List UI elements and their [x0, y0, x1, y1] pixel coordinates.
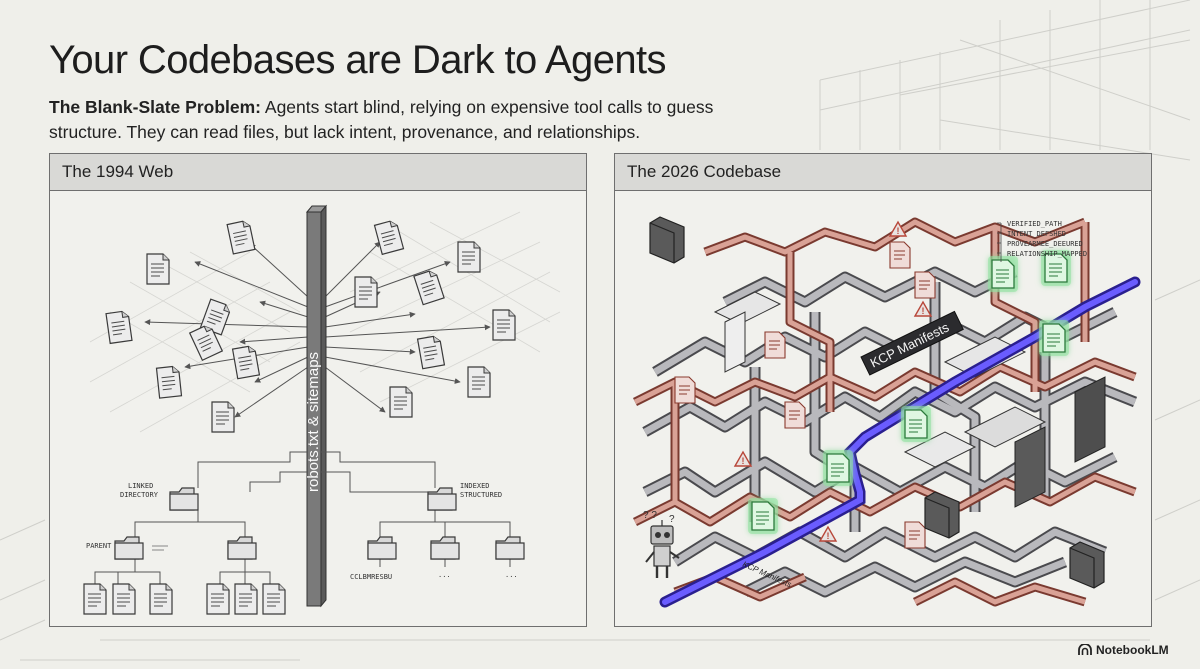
document-icon: [389, 386, 413, 418]
folder-icon: [367, 536, 397, 560]
grid-floor: [89, 211, 561, 433]
document-icon: [354, 276, 378, 308]
tag-provenance: PROVEARMEE_DEEURED: [1007, 240, 1083, 248]
folder-icon: [227, 536, 257, 560]
document-icon: [467, 366, 491, 398]
subtitle-text: Agents start blind, relying on expensive…: [49, 97, 714, 142]
code-file-clutter: [674, 241, 1106, 549]
folder-icon: [169, 487, 199, 511]
document-icon: [914, 271, 936, 299]
document-icon: [206, 583, 230, 615]
warning-icon: [819, 526, 837, 542]
tag-relationship: RELATIONSHIP_MAPPED: [1007, 250, 1087, 258]
folder-icon: [114, 536, 144, 560]
panel-1994-web: The 1994 Web: [49, 153, 587, 627]
leaf-documents: [83, 583, 286, 615]
manifest-tags: VERIFIED_PATH INTENT_DEFSHED PROVEARMEE_…: [997, 220, 1087, 262]
panel-2026-codebase: The 2026 Codebase !: [614, 153, 1152, 627]
document-icon: [674, 376, 696, 404]
warning-icon: [734, 451, 752, 467]
robot-agent-icon: ? ? ?: [643, 510, 680, 578]
label-structured: STRUCTURED: [460, 491, 502, 499]
manifest-doc-icon: [822, 449, 854, 487]
document-icon: [904, 521, 926, 549]
folder-icon: [924, 491, 960, 539]
document-icon: [83, 583, 107, 615]
label-ellipsis: ...: [505, 571, 518, 579]
manifest-doc-icon: [900, 405, 932, 443]
notebooklm-branding: NotebookLM: [1078, 643, 1169, 657]
document-icon: [146, 253, 170, 285]
svg-text:? ?: ? ?: [643, 510, 657, 521]
tag-intent: INTENT_DEFSHED: [1007, 230, 1066, 238]
page-title: Your Codebases are Dark to Agents: [49, 38, 667, 82]
codebase-2026-diagram: !: [632, 216, 1141, 608]
document-icon: [492, 309, 516, 341]
tree-connectors: [94, 451, 511, 584]
manifest-doc-icon: [987, 255, 1019, 293]
warning-icon: [914, 301, 932, 317]
brand-name: NotebookLM: [1096, 643, 1169, 657]
label-directory: DIRECTORY: [120, 491, 159, 499]
svg-text:?: ?: [669, 514, 675, 525]
manifest-doc-icon: [1038, 319, 1070, 357]
document-icon: [764, 331, 786, 359]
document-icon: [373, 219, 405, 255]
tag-verified-path: VERIFIED_PATH: [1007, 220, 1062, 228]
document-icon: [234, 583, 258, 615]
document-icon: [155, 365, 183, 399]
document-icon: [149, 583, 173, 615]
document-icon: [105, 310, 133, 344]
document-icon: [784, 401, 806, 429]
decor-lines: [152, 545, 168, 551]
folder-icon: [495, 536, 525, 560]
document-icon: [211, 401, 235, 433]
robots-sitemaps-spine: robots.txt & sitemaps: [305, 204, 328, 608]
label-bottom: CCLBMRESBU: [350, 573, 392, 581]
label-linked: LINKED: [128, 482, 153, 490]
document-icon: [226, 219, 256, 255]
folder-icon: [427, 487, 457, 511]
document-icon: [416, 334, 446, 370]
label-parent: PARENT: [86, 542, 112, 550]
red-pipes: [632, 217, 1137, 607]
document-icon: [231, 344, 261, 380]
folder-icon: [649, 216, 685, 264]
document-icon: [889, 241, 911, 269]
document-icon: [112, 583, 136, 615]
label-indexed: INDEXED: [460, 482, 490, 490]
document-icon: [262, 583, 286, 615]
notebooklm-logo-icon: [1078, 644, 1092, 655]
subtitle-bold: The Blank-Slate Problem:: [49, 97, 261, 117]
label-ellipsis: ...: [438, 571, 451, 579]
spine-arrows: [144, 241, 491, 418]
panel-header-2026-codebase: The 2026 Codebase: [615, 154, 1151, 191]
document-icon: [457, 241, 481, 273]
web-1994-diagram: robots.txt & sitemaps: [83, 204, 561, 615]
spine-label: robots.txt & sitemaps: [305, 352, 322, 492]
folder-icon: [430, 536, 460, 560]
manifest-doc-icon: [747, 497, 779, 535]
panel-header-1994-web: The 1994 Web: [50, 154, 586, 191]
page-subtitle: The Blank-Slate Problem: Agents start bl…: [49, 95, 769, 145]
